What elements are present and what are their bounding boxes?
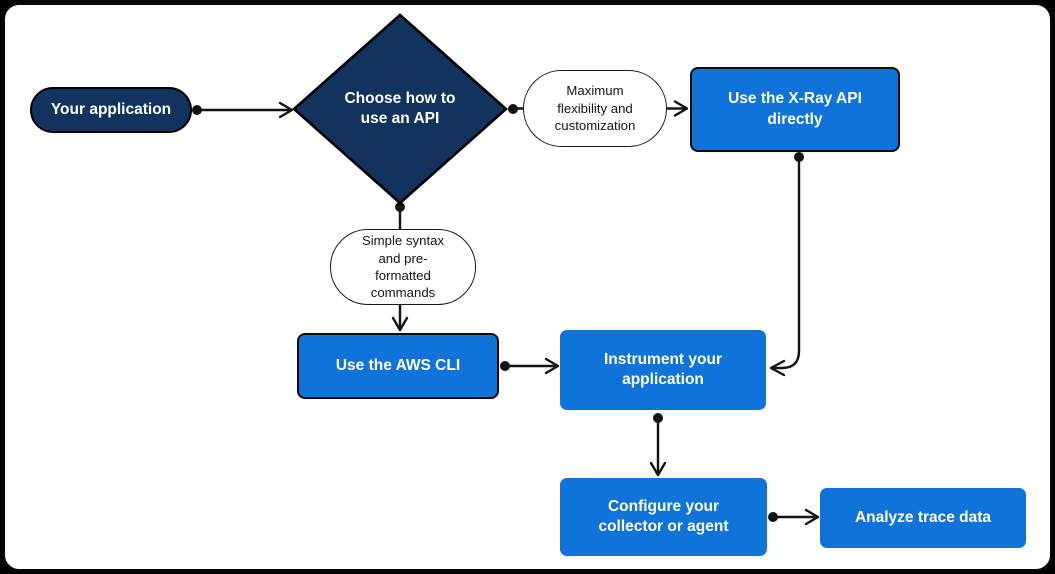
node-label: Instrument your application xyxy=(604,350,722,388)
arrowhead-icon xyxy=(278,101,294,119)
node-use-aws-cli: Use the AWS CLI xyxy=(297,333,499,399)
node-label: Analyze trace data xyxy=(854,508,992,526)
arrowhead-icon xyxy=(391,316,409,332)
node-configure-collector: Configure your collector or agent xyxy=(560,478,767,556)
node-instrument-application: Instrument your application xyxy=(560,330,766,410)
diamond-shape xyxy=(292,13,508,205)
node-label: Your application xyxy=(50,100,172,118)
edge-line xyxy=(770,155,801,370)
node-your-application: Your application xyxy=(30,87,192,133)
condition-label: Simple syntax and pre- formatted command… xyxy=(361,233,445,301)
arrowhead-icon xyxy=(804,508,820,526)
arrowhead-icon xyxy=(769,359,786,377)
node-label: Use the AWS CLI xyxy=(335,356,461,374)
decision-choose-api: Choose how to use an API xyxy=(292,13,508,205)
arrowhead-icon xyxy=(649,461,667,477)
node-analyze-trace-data: Analyze trace data xyxy=(820,488,1026,548)
condition-max-flexibility: Maximum flexibility and customization xyxy=(523,70,667,147)
condition-simple-syntax: Simple syntax and pre- formatted command… xyxy=(330,229,476,305)
condition-label: Maximum flexibility and customization xyxy=(554,83,636,134)
node-label: Configure your collector or agent xyxy=(598,497,729,535)
node-use-xray-api: Use the X-Ray API directly xyxy=(690,67,900,152)
arrowhead-icon xyxy=(544,357,560,375)
node-label: Use the X-Ray API directly xyxy=(728,90,862,128)
arrowhead-icon xyxy=(673,100,689,117)
decision-label: Choose how to use an API xyxy=(344,89,456,127)
